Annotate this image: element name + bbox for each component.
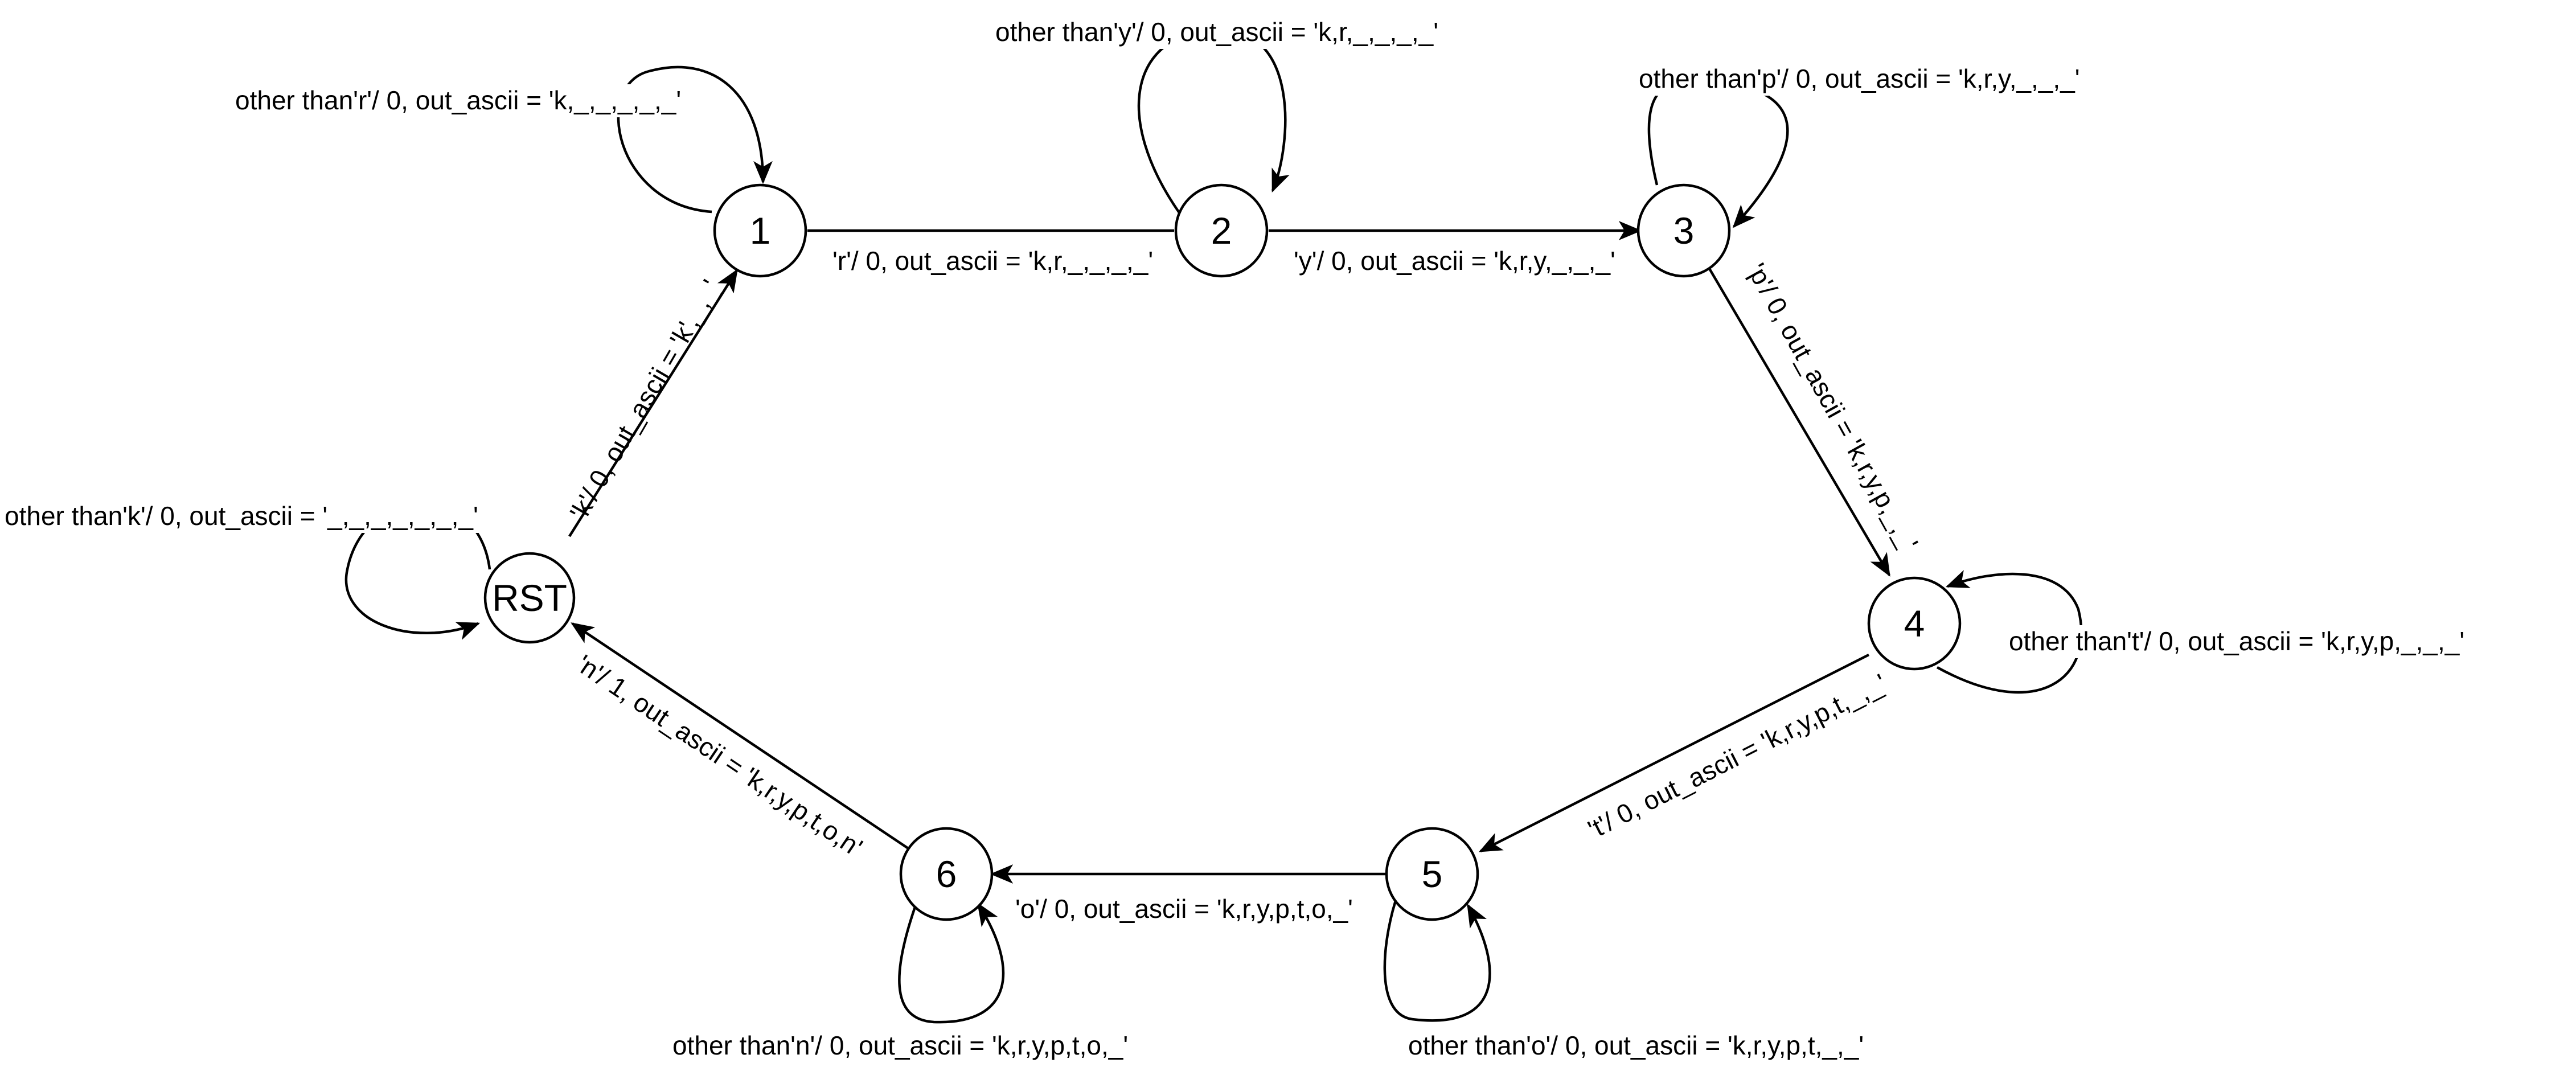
- state-rst[interactable]: RST: [483, 552, 576, 644]
- svg-text:'y'/ 0, out_ascii = 'k,r,y,_,_: 'y'/ 0, out_ascii = 'k,r,y,_,_,_': [1294, 246, 1615, 276]
- state-5-label: 5: [1422, 853, 1443, 895]
- label-2-to-3: 'y'/ 0, out_ascii = 'k,r,y,_,_,_': [1293, 245, 1615, 278]
- state-4[interactable]: 4: [1867, 576, 1962, 671]
- label-4-to-5: 't'/ 0, out_ascii = 'k,r,y,p,t,_,_': [1583, 668, 1891, 844]
- state-rst-label: RST: [492, 577, 567, 619]
- state-1[interactable]: 1: [713, 183, 807, 278]
- edge-3-to-4: [1708, 266, 1890, 577]
- label-rst-to-1: 'k'/ 0, out_ascii = 'k',_,_': [564, 274, 725, 524]
- state-6[interactable]: 6: [899, 827, 994, 921]
- svg-text:other than'n'/ 0, out_ascii =: other than'n'/ 0, out_ascii = 'k,r,y,p,t…: [672, 1031, 1128, 1060]
- state-4-label: 4: [1904, 602, 1925, 645]
- svg-text:'o'/ 0, out_ascii = 'k,r,y,p,t: 'o'/ 0, out_ascii = 'k,r,y,p,t,o,_': [1015, 894, 1353, 924]
- loop-1-self: [617, 65, 773, 214]
- svg-text:'r'/ 0, out_ascii = 'k,r,_,_,_: 'r'/ 0, out_ascii = 'k,r,_,_,_,_': [832, 246, 1153, 276]
- label-5-to-6: 'o'/ 0, out_ascii = 'k,r,y,p,t,o,_': [1014, 893, 1372, 926]
- state-5[interactable]: 5: [1385, 827, 1479, 921]
- loop-6-self: [898, 902, 1005, 1024]
- svg-text:other than't'/ 0, out_ascii =: other than't'/ 0, out_ascii = 'k,r,y,p,_…: [2009, 626, 2464, 656]
- label-2-self: other than'y'/ 0, out_ascii = 'k,r,_,_,_…: [994, 16, 1446, 49]
- edge-4-to-5: [1478, 653, 1870, 853]
- svg-text:'t'/ 0, out_ascii = 'k,r,y,p,t: 't'/ 0, out_ascii = 'k,r,y,p,t,_,_': [1583, 668, 1891, 844]
- svg-text:other than'p'/ 0, out_ascii =: other than'p'/ 0, out_ascii = 'k,r,y,_,_…: [1639, 64, 2080, 93]
- label-1-self: other than'r'/ 0, out_ascii = 'k,_,_,_,_…: [233, 84, 683, 117]
- svg-text:'k'/ 0, out_ascii = 'k',_,_': 'k'/ 0, out_ascii = 'k',_,_': [564, 274, 725, 524]
- label-6-to-rst: 'n'/ 1, out_ascii = 'k,r,y,p,t,o,n': [572, 649, 868, 862]
- svg-text:'n'/ 1, out_ascii = 'k,r,y,p,t: 'n'/ 1, out_ascii = 'k,r,y,p,t,o,n': [572, 649, 868, 862]
- loop-5-self: [1383, 893, 1491, 1022]
- svg-text:other than'y'/ 0, out_ascii =: other than'y'/ 0, out_ascii = 'k,r,_,_,_…: [995, 17, 1438, 47]
- state-1-label: 1: [750, 210, 771, 252]
- edge-6-to-rst: [571, 622, 909, 850]
- state-6-label: 6: [936, 853, 957, 895]
- label-4-self: other than't'/ 0, out_ascii = 'k,r,y,p,_…: [2007, 625, 2491, 658]
- svg-text:other than'o'/ 0, out_ascii =: other than'o'/ 0, out_ascii = 'k,r,y,p,t…: [1408, 1031, 1864, 1060]
- label-rst-self: other than'k'/ 0, out_ascii = '_,_,_,_,_…: [3, 500, 504, 533]
- label-6-self: other than'n'/ 0, out_ascii = 'k,r,y,p,t…: [671, 1029, 1155, 1062]
- state-2[interactable]: 2: [1174, 183, 1269, 278]
- svg-text:other than'k'/ 0, out_ascii =: other than'k'/ 0, out_ascii = '_,_,_,_,_…: [5, 501, 478, 531]
- svg-text:other than'r'/ 0, out_ascii =: other than'r'/ 0, out_ascii = 'k,_,_,_,_…: [235, 85, 681, 115]
- state-2-label: 2: [1211, 210, 1232, 252]
- svg-text:'p'/ 0, out_ascii = 'k,r,y,p,_: 'p'/ 0, out_ascii = 'k,r,y,p,_,_': [1742, 258, 1925, 555]
- edge-rst-to-1: [568, 269, 738, 538]
- state-3[interactable]: 3: [1636, 183, 1731, 278]
- state-3-label: 3: [1673, 210, 1695, 252]
- label-1-to-2: 'r'/ 0, out_ascii = 'k,r,_,_,_,_': [831, 245, 1153, 278]
- loop-4-self: [1936, 570, 2083, 694]
- label-3-self: other than'p'/ 0, out_ascii = 'k,r,y,_,_…: [1637, 63, 2090, 96]
- label-3-to-4: 'p'/ 0, out_ascii = 'k,r,y,p,_,_': [1742, 258, 1925, 555]
- label-5-self: other than'o'/ 0, out_ascii = 'k,r,y,p,t…: [1406, 1029, 1876, 1062]
